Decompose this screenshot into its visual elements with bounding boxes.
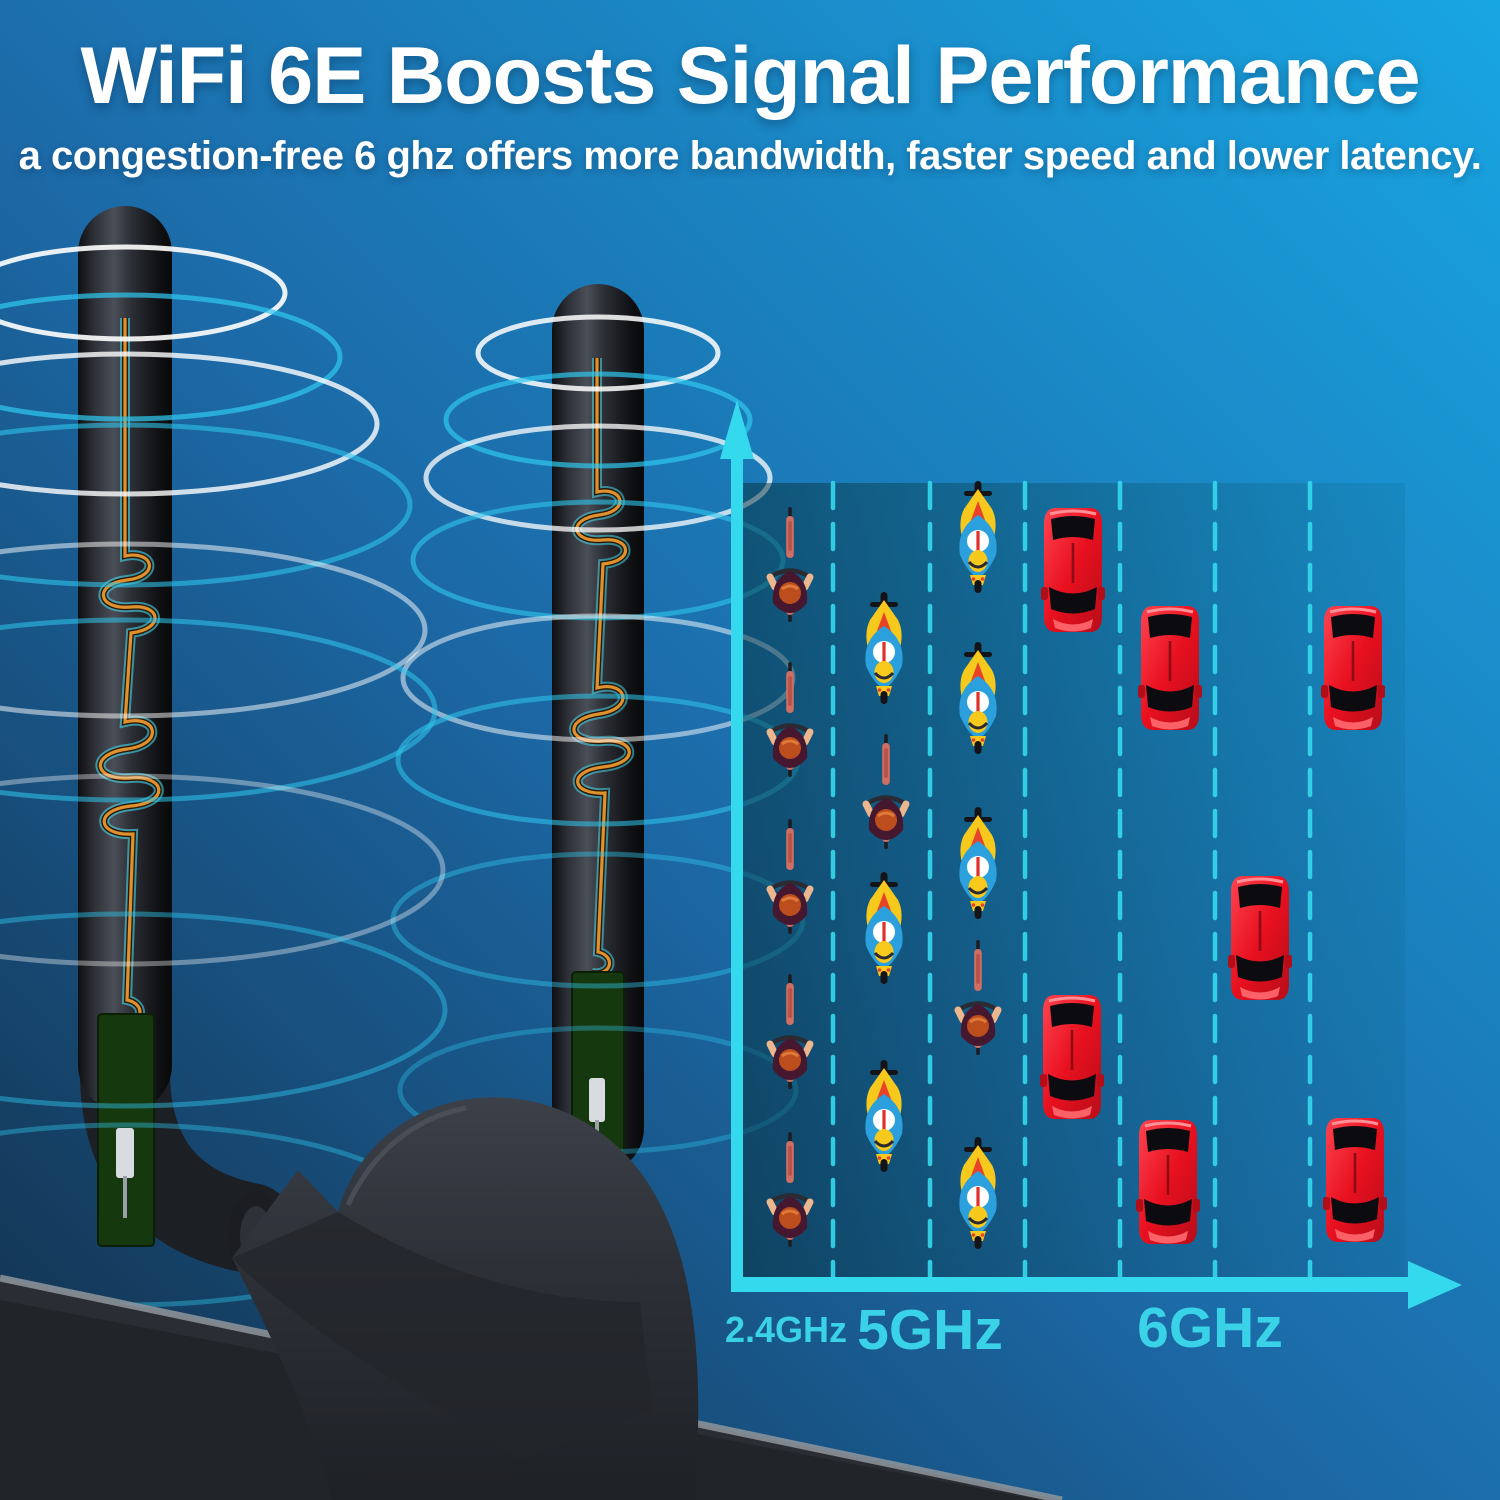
antenna-left-pcb xyxy=(97,1013,155,1247)
car-icon xyxy=(1138,604,1202,732)
antenna-left xyxy=(78,206,295,1280)
lane-dividers xyxy=(830,480,1313,1281)
frequency-band-chart: 2.4GHz 5GHz 6GHz xyxy=(720,400,1462,1362)
car-icon xyxy=(1228,874,1292,1002)
car-icon xyxy=(1136,1118,1200,1246)
y-axis-arrow xyxy=(720,400,754,1292)
car-icon xyxy=(1321,604,1385,732)
page-title: WiFi 6E Boosts Signal Performance xyxy=(80,31,1420,121)
car-icon xyxy=(1041,506,1105,634)
band-label-2-4ghz: 2.4GHz xyxy=(725,1309,847,1350)
antenna-right xyxy=(552,284,644,1174)
band-label-6ghz: 6GHz xyxy=(1137,1296,1283,1360)
car-icon xyxy=(1040,993,1104,1121)
band-label-5ghz: 5GHz xyxy=(857,1298,1003,1362)
x-axis-arrow xyxy=(731,1261,1462,1309)
page-subtitle: a congestion-free 6 ghz offers more band… xyxy=(18,134,1482,178)
car-icon xyxy=(1323,1116,1387,1244)
adapter-base xyxy=(232,1097,699,1500)
